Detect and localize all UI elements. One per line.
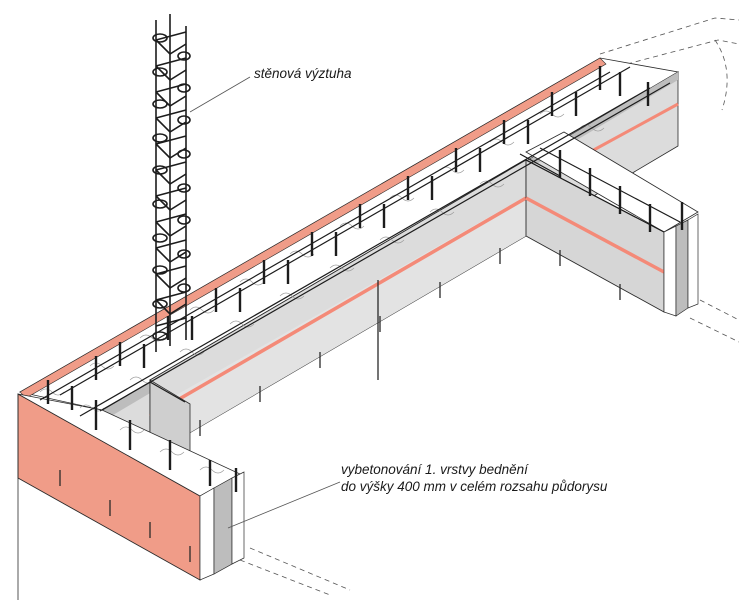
front-block-outer-end (231, 471, 245, 565)
central-wall (149, 159, 527, 477)
central-wall-face-lower (150, 196, 526, 456)
label-concreting-line1: vybetonování 1. vrstvy bednění (341, 462, 529, 477)
right-wall-end-outer (687, 213, 699, 309)
label-concreting-line2: do výšky 400 mm v celém rozsahu půdorysu (341, 479, 608, 494)
right-wall-end-concrete (675, 219, 689, 317)
long-wall-stripe-upper (589, 102, 679, 154)
leader-lines (189, 76, 341, 529)
right-wall-stripe (525, 196, 665, 274)
wall-face-ticks (59, 248, 621, 562)
front-block-concrete-end (213, 477, 233, 575)
rebar-pins (46, 66, 684, 492)
front-block-insulation-end (199, 487, 215, 581)
right-return-wall (525, 131, 699, 317)
central-wall-stripe (149, 196, 527, 418)
hidden-edges (239, 17, 739, 596)
right-wall-top (525, 131, 699, 233)
leader-reinforcement (189, 76, 251, 113)
horizontal-rebar (39, 66, 681, 417)
leader-concreting (227, 481, 341, 529)
wall-reinforcement-cage (152, 14, 191, 352)
label-wall-reinforcement: stěnová výztuha (254, 66, 352, 81)
right-wall-end-insulation (663, 225, 677, 317)
